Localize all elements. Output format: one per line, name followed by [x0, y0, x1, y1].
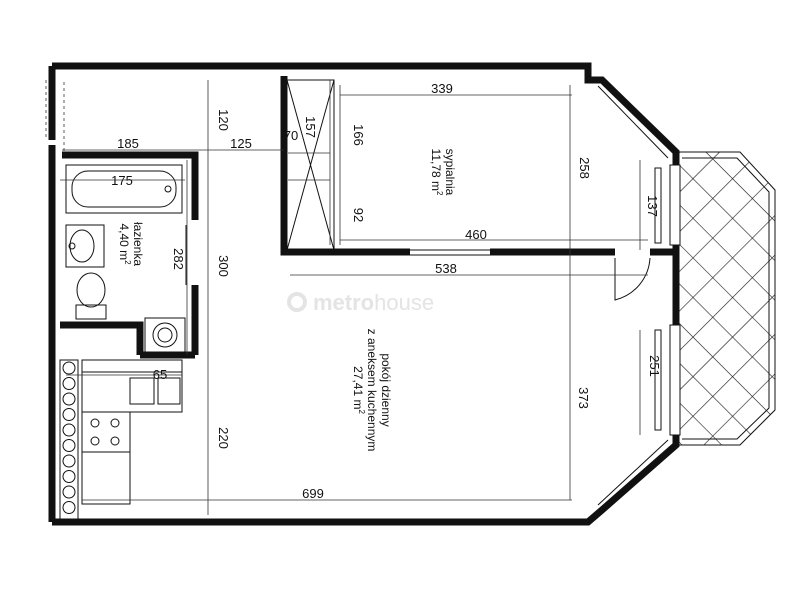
room-area-bedroom: 11,78 m — [429, 149, 443, 191]
dim-185: 185 — [117, 136, 139, 151]
room-area-living-sup: 2 — [357, 409, 366, 414]
dim-175: 175 — [111, 173, 133, 188]
dim-157: 157 — [303, 116, 318, 138]
dim-65: 65 — [153, 367, 167, 382]
room-name-living-1: pokój dzienny — [379, 353, 393, 426]
svg-text:27,41 m2: 27,41 m2 — [351, 366, 366, 414]
balcony — [676, 151, 776, 446]
dim-339: 339 — [431, 81, 453, 96]
room-name-living-2: z aneksem kuchennym — [365, 329, 379, 452]
dim-166: 166 — [351, 124, 366, 146]
dim-92: 92 — [351, 208, 366, 222]
room-area-bathroom: 4,40 m — [117, 223, 131, 260]
cabinet-circle — [62, 423, 76, 437]
cabinet-circle — [62, 377, 76, 390]
dimension-lines — [45, 80, 648, 515]
washing-machine — [144, 317, 186, 354]
room-name-bedroom: sypialnia — [443, 149, 457, 196]
dim-220: 220 — [216, 427, 231, 449]
dim-282: 282 — [171, 248, 186, 270]
dim-258: 258 — [577, 157, 592, 179]
room-label-bedroom: sypialnia 11,78 m2 — [429, 149, 457, 196]
room-area-living: 27,41 m — [351, 366, 365, 409]
dim-699: 699 — [302, 486, 324, 501]
cabinet-circle — [62, 408, 76, 421]
room-label-living: pokój dzienny z aneksem kuchennym 27,41 … — [351, 329, 393, 452]
dim-300: 300 — [216, 255, 231, 277]
room-area-bedroom-sup: 2 — [435, 191, 444, 196]
cabinet-circle — [62, 485, 76, 499]
wardrobe — [286, 79, 335, 251]
cabinet-circle — [62, 392, 76, 406]
doors — [185, 225, 651, 301]
dim-538: 538 — [435, 261, 457, 276]
dim-137: 137 — [645, 195, 660, 217]
dim-460: 460 — [465, 227, 487, 242]
dim-120: 120 — [216, 109, 231, 131]
room-area-bathroom-sup: 2 — [123, 260, 132, 265]
watermark-metro: metro — [313, 290, 374, 315]
bay-windows — [597, 79, 681, 513]
dim-125: 125 — [230, 136, 252, 151]
svg-text:metrohouse: metrohouse — [313, 290, 434, 315]
dim-70: 70 — [284, 128, 298, 143]
svg-text:4,40 m2: 4,40 m2 — [117, 223, 132, 265]
dim-251: 251 — [647, 355, 662, 377]
dim-373: 373 — [576, 387, 591, 409]
kitchen-counter — [59, 359, 183, 521]
dimension-labels: 339 120 157 70 166 185 125 175 258 137 9… — [111, 81, 662, 501]
bathtub — [65, 164, 183, 214]
interior-walls — [60, 76, 676, 359]
cabinet-circle — [62, 439, 76, 452]
cabinet-circle — [62, 501, 76, 514]
toilet — [75, 272, 107, 320]
washbasin — [65, 224, 105, 268]
watermark: metrohouse — [287, 290, 434, 315]
cabinet-circle — [62, 454, 76, 468]
room-name-bathroom: łazienka — [131, 222, 145, 266]
cabinet-circle — [62, 470, 76, 483]
cabinet-circle — [62, 361, 76, 375]
svg-text:11,78 m2: 11,78 m2 — [429, 149, 444, 196]
room-label-bathroom: łazienka 4,40 m2 — [117, 222, 145, 266]
watermark-house: house — [374, 290, 434, 315]
